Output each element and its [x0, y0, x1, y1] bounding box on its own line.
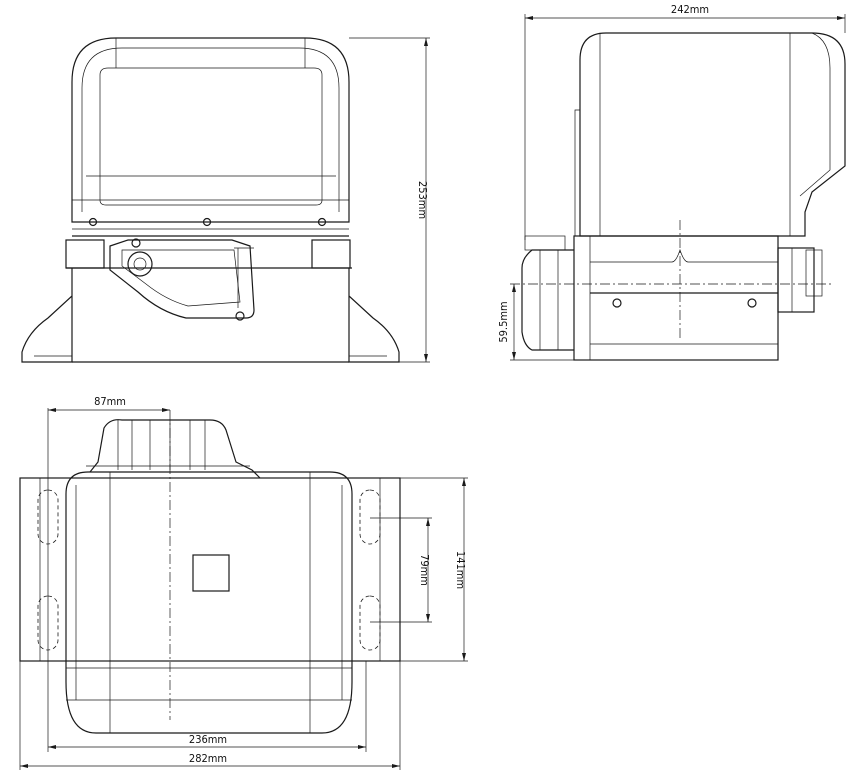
screw-icon — [317, 217, 327, 227]
front-handle-recess — [99, 67, 323, 206]
top-housing-outline — [65, 471, 353, 734]
dim-side-axis-height: 59.5mm — [497, 301, 510, 342]
pin-icon — [235, 311, 245, 321]
screw-icon — [202, 217, 212, 227]
side-end-cap — [777, 247, 815, 313]
release-lever — [109, 239, 255, 319]
lock-cylinder-icon — [127, 251, 153, 277]
screw-icon — [88, 217, 98, 227]
screw-icon — [612, 298, 622, 308]
side-gearbox-body — [573, 235, 779, 361]
front-left-bracket — [65, 239, 105, 269]
mounting-slot — [359, 595, 381, 651]
dim-side-width: 242mm — [671, 3, 709, 16]
mounting-slot — [359, 489, 381, 545]
front-view: 253mm — [21, 37, 430, 363]
screw-icon — [747, 298, 757, 308]
dim-top-plate-depth: 141mm — [454, 551, 467, 589]
top-release-button — [192, 554, 230, 592]
side-view: 242mm 59.5mm — [497, 3, 846, 361]
dim-top-hole-spacing: 79mm — [418, 554, 431, 586]
front-housing-outline — [71, 37, 350, 223]
dim-top-body-width: 236mm — [189, 733, 227, 746]
side-output-gear — [521, 249, 574, 351]
dim-top-plate-width: 282mm — [189, 752, 227, 765]
top-view: 87mm 79mm 141mm 236mm 282mm — [19, 395, 468, 770]
dim-top-offset: 87mm — [94, 395, 126, 408]
top-base-plate — [19, 477, 401, 662]
front-right-foot — [348, 268, 400, 363]
dim-front-height: 253mm — [416, 181, 429, 219]
front-right-bracket — [311, 239, 351, 269]
front-housing-inner-frame — [81, 47, 340, 212]
side-housing-outline — [579, 32, 846, 237]
front-left-foot — [21, 268, 73, 363]
pin-icon — [131, 238, 141, 248]
top-output-gear — [89, 419, 261, 479]
